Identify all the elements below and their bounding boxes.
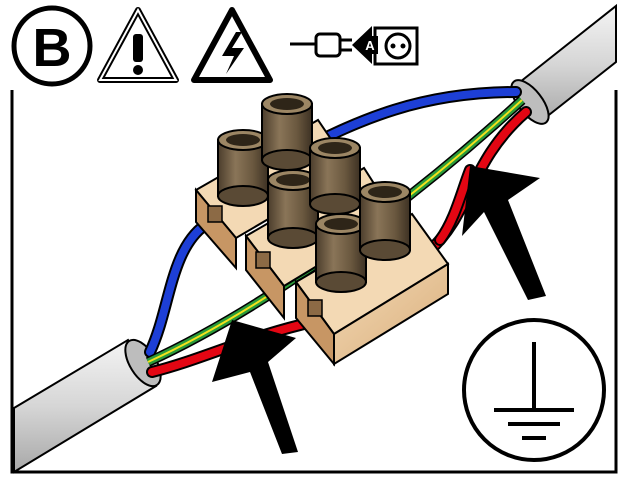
live-wire-front-fill (436, 166, 474, 244)
step-badge: B (11, 5, 93, 87)
step-letter: B (33, 18, 72, 78)
insert-arrow-icon (462, 166, 546, 300)
terminal-tubes (217, 93, 411, 293)
terminal-tube (315, 213, 367, 293)
terminal-tube (309, 137, 361, 215)
terminal-tube (359, 181, 411, 261)
terminal-tube (217, 129, 269, 207)
plug-badge-letter: A (365, 38, 375, 53)
unplug-from-socket-icon: A (290, 26, 419, 66)
terminal-tube (261, 93, 313, 171)
insert-arrow-icon (212, 320, 298, 454)
electric-shock-warning-icon (191, 7, 273, 83)
warning-icon (97, 7, 179, 83)
protective-earth-icon (462, 318, 606, 462)
